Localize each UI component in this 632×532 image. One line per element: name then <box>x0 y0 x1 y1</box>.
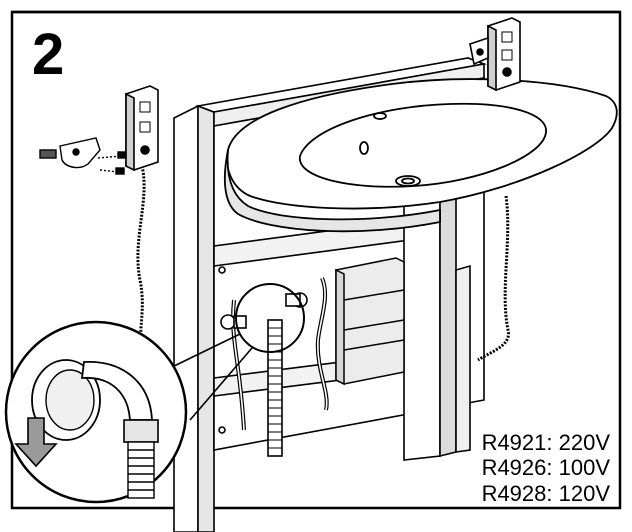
model-voltage-r4928: R4928: 120V <box>481 480 610 506</box>
bracket-hardware <box>39 137 127 175</box>
control-box <box>335 257 405 386</box>
detail-target-circle <box>235 283 305 353</box>
plumbing <box>220 277 329 457</box>
washbasin <box>223 78 618 233</box>
left-spiral-cable <box>136 165 146 341</box>
lift-column <box>403 190 471 461</box>
model-voltage-r4921: R4921: 220V <box>481 430 610 456</box>
right-control-unit <box>469 17 521 92</box>
left-control-unit <box>125 85 159 172</box>
detail-magnifier <box>4 320 188 504</box>
model-voltage-r4926: R4926: 100V <box>481 455 610 481</box>
model-voltage-list: R4921: 220V R4926: 100V R4928: 120V <box>482 430 610 506</box>
right-spiral-cable <box>477 195 510 362</box>
direction-arrow-icon <box>14 417 58 468</box>
step-number: 2 <box>32 22 65 87</box>
